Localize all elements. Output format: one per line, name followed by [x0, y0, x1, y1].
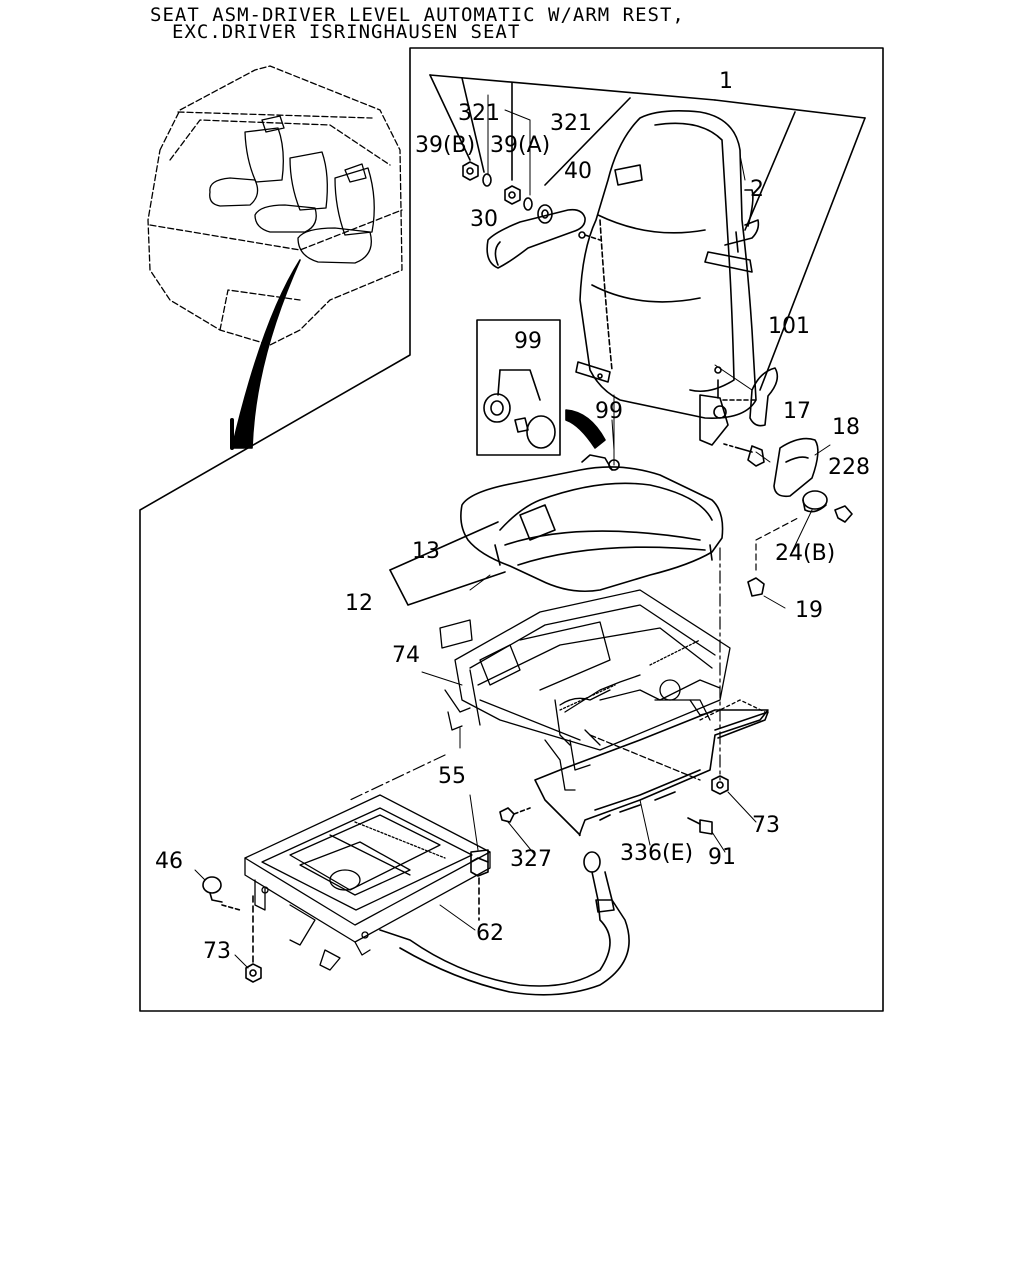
callout-73-right: 73 — [752, 813, 780, 838]
armrest-30 — [486, 208, 601, 269]
inset-detail-99 — [476, 319, 561, 456]
side-cover-336e — [534, 709, 769, 837]
bolt-327 — [499, 807, 531, 823]
bolt-17 — [723, 443, 765, 467]
cab-inset-illustration — [147, 65, 403, 346]
side-cover-18 — [773, 437, 819, 498]
callout-30: 30 — [470, 207, 498, 232]
callout-2: 2 — [750, 177, 764, 202]
callout-1: 1 — [719, 69, 733, 94]
seat-frame-mechanism-74 — [439, 589, 766, 791]
callout-39b: 39(B) — [415, 133, 475, 158]
callout-18: 18 — [832, 415, 860, 440]
seat-base-62 — [244, 794, 491, 971]
diagram-frame — [139, 47, 884, 1012]
callout-321-left: 321 — [458, 101, 500, 126]
callout-74: 74 — [392, 643, 420, 668]
callout-99: 99 — [595, 399, 623, 424]
callout-46: 46 — [155, 849, 183, 874]
seat-cushion-assembly — [460, 394, 724, 593]
nut-73-left — [245, 894, 262, 983]
callout-228: 228 — [828, 455, 870, 480]
diagram-title-line-2: EXC.DRIVER ISRINGHAUSEN SEAT — [172, 21, 521, 43]
callout-321-right: 321 — [550, 111, 592, 136]
recline-lever-101 — [719, 367, 779, 427]
callout-12: 12 — [345, 591, 373, 616]
callout-99-inset: 99 — [514, 329, 542, 354]
seat-back-assembly — [575, 110, 760, 446]
ground-cable — [379, 851, 630, 996]
pointer-arrow-99 — [565, 409, 606, 449]
screw-228 — [834, 505, 853, 523]
callout-13: 13 — [412, 539, 440, 564]
locator-arrow — [231, 259, 301, 449]
callout-73-left: 73 — [203, 939, 231, 964]
callout-62: 62 — [476, 921, 504, 946]
bolt-91 — [687, 817, 713, 835]
callout-101: 101 — [768, 314, 810, 339]
callout-55: 55 — [438, 764, 466, 789]
callout-40: 40 — [564, 159, 592, 184]
callout-39a: 39(A) — [490, 133, 550, 158]
callout-24b: 24(B) — [775, 541, 835, 566]
cap-24b — [802, 490, 828, 513]
bolt-19 — [747, 517, 799, 597]
callout-19: 19 — [795, 598, 823, 623]
callout-327: 327 — [510, 847, 552, 872]
callout-336e: 336(E) — [620, 841, 693, 866]
callout-91: 91 — [708, 845, 736, 870]
callout-17: 17 — [783, 399, 811, 424]
fastener-group-upper — [462, 161, 553, 224]
bolt-46 — [202, 876, 241, 911]
nut-73-right — [711, 775, 729, 795]
diagram-title-line-1: SEAT ASM-DRIVER LEVEL AUTOMATIC W/ARM RE… — [150, 4, 685, 26]
